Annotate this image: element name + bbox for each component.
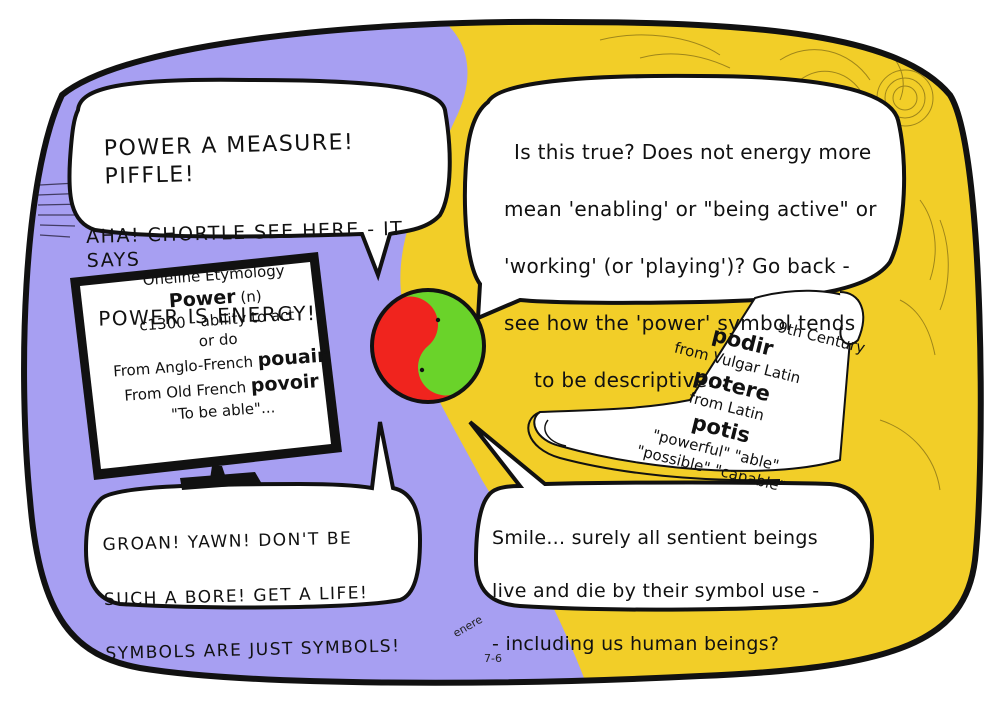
monitor-stand [180,472,262,490]
scroll-top-curl [839,291,865,345]
bubble-line: see how the 'power' symbol tends [504,311,856,336]
monitor-old-word: povoir [250,370,320,398]
bubble-line: GROAN! YAWN! DON'T BE [102,528,353,555]
parchment-scroll-icon [527,289,865,482]
bubble-line: live and die by their symbol use - [492,579,820,602]
monitor-word: Power [168,285,237,313]
bubble-line: to be descriptive... [534,368,728,393]
bubble-bottom-left-text: GROAN! YAWN! DON'T BE SUCH A BORE! GET A… [102,500,417,693]
computer-monitor-icon [70,252,342,490]
yin-yang-symbol [370,288,486,404]
bubble-line: 'working' (or 'playing')? Go back - [504,253,851,278]
bubble-line: - including us human beings? [492,632,780,655]
speech-bubble-bottom-right [468,420,875,612]
bubble-line: Is this true? Does not energy more [514,139,872,164]
bubble-line: Power a measure! Piffle! [103,129,355,190]
bubble-bottom-right-text: Smile... surely all sentient beings live… [492,502,862,680]
monitor-screen-text: Oneline Etymology Power (n) c1300 - abil… [93,258,346,474]
bubble-line: Smile... surely all sentient beings [492,527,818,550]
monitor-screen [80,262,331,469]
scroll-bottom-curl [527,411,781,482]
signature-date: 7-6 [484,652,502,665]
bubble-line: SYMBOLS ARE JUST SYMBOLS! [105,636,401,665]
speech-bubble-bottom-left [83,421,423,610]
bubble-line: SUCH A BORE! GET A LIFE! [103,582,369,610]
bubble-line: mean 'enabling' or "being active" or [504,196,877,221]
panel-outline [21,18,984,686]
speech-bubble-top-left [67,77,452,282]
bubble-top-right-text: Is this true? Does not energy more mean … [504,114,894,420]
monitor-anglo-word: pouair [256,344,328,372]
monitor-pos: (n) [239,286,263,307]
speech-bubble-top-right [462,73,907,322]
